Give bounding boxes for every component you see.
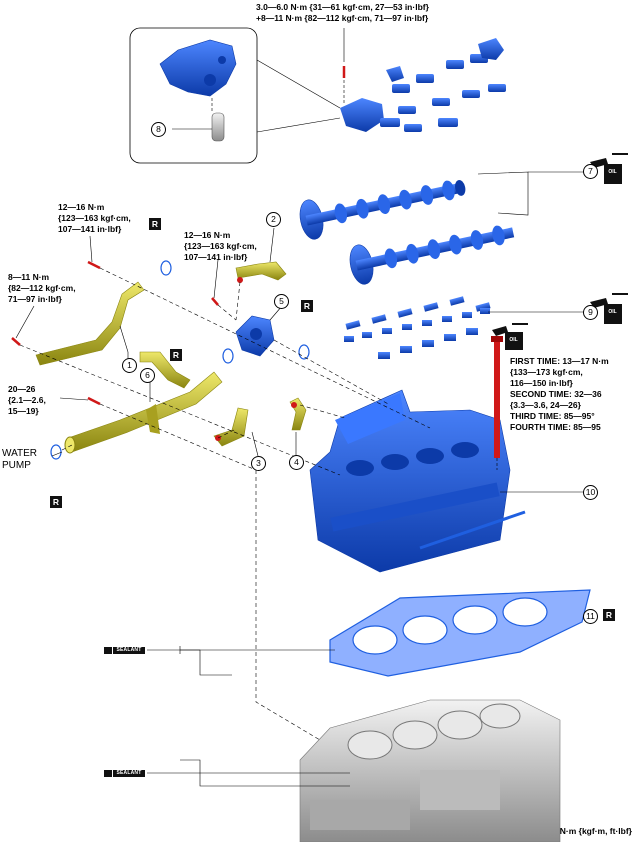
callout-4: 4 (289, 455, 304, 470)
units-legend: N·m {kgf·m, ft·lbf} (559, 826, 632, 836)
torque-label-left-upper-2: {123—163 kgf·cm, (58, 213, 131, 223)
replace-badge-2: R (301, 300, 313, 312)
oil-badge-head-bolt: OIL (507, 336, 520, 345)
oil-badge-followers: OIL (606, 308, 619, 317)
callout-3: 3 (251, 456, 266, 471)
o-rings (50, 260, 310, 460)
torque-label-left-low-1: 20—26 (8, 384, 36, 394)
water-pump-label-1: WATER (2, 448, 37, 459)
torque-leaders (15, 235, 219, 457)
assembly-lines (19, 267, 431, 476)
torque-label-top-line1: 3.0—6.0 N·m {31—61 kgf·cm, 27—53 in·lbf} (256, 2, 429, 12)
callout-2: 2 (266, 212, 281, 227)
torque-label-head-bolt-2: {133—173 kgf·cm, (510, 367, 583, 377)
callout-5: 5 (274, 294, 289, 309)
oil-badge-camshaft: OIL (606, 168, 619, 177)
sealant-tube-icon-lower (104, 770, 112, 777)
callout-10: 10 (583, 485, 598, 500)
callout-1: 1 (122, 358, 137, 373)
inset-detail-box (129, 27, 341, 164)
torque-label-head-bolt-5: {3.3—3.6, 24—26} (510, 400, 581, 410)
small-bolts (11, 260, 297, 441)
torque-label-left-upper-3: 107—141 in·lbf} (58, 224, 122, 234)
replace-badge-5: R (603, 609, 615, 621)
torque-label-top-line2: +8—11 N·m {82—112 kgf·cm, 71—97 in·lbf} (256, 13, 429, 23)
camshafts (299, 171, 596, 285)
torque-label-left-upper-1: 12—16 N·m (58, 202, 105, 212)
torque-label-center-2: {123—163 kgf·cm, (184, 241, 257, 251)
torque-label-head-bolt-6: THIRD TIME: 85—95° (510, 411, 595, 421)
sealant-badge-upper: SEALANT (113, 647, 145, 654)
replace-badge-1: R (149, 218, 161, 230)
rocker-arms (340, 38, 506, 132)
torque-label-center-1: 12—16 N·m (184, 230, 231, 240)
callout-11: 11 (583, 609, 598, 624)
head-gasket (329, 589, 596, 677)
followers (344, 296, 596, 359)
cylinder-block (299, 699, 561, 842)
water-pipes (35, 227, 307, 457)
torque-label-left-mid-3: 71—97 in·lbf} (8, 294, 62, 304)
callout-8: 8 (151, 122, 166, 137)
water-pump-label-2: PUMP (2, 460, 31, 471)
callout-9: 9 (583, 305, 598, 320)
callout-7: 7 (583, 164, 598, 179)
torque-label-left-low-3: 15—19} (8, 406, 39, 416)
torque-label-left-mid-2: {82—112 kgf·cm, (8, 283, 76, 293)
sealant-leaders (147, 646, 350, 787)
sealant-badge-lower: SEALANT (113, 770, 145, 777)
callout-6: 6 (140, 368, 155, 383)
replace-badge-4: R (50, 496, 62, 508)
water-outlet (235, 305, 283, 357)
cylinder-head (309, 389, 596, 573)
torque-label-head-bolt-1: FIRST TIME: 13—17 N·m (510, 356, 609, 366)
head-bolt (491, 336, 503, 470)
torque-label-head-bolt-3: 116—150 in·lbf} (510, 378, 573, 388)
torque-label-head-bolt-4: SECOND TIME: 32—36 (510, 389, 602, 399)
torque-label-left-mid-1: 8—11 N·m (8, 272, 50, 282)
torque-label-head-bolt-7: FOURTH TIME: 85—95 (510, 422, 601, 432)
replace-badge-3: R (170, 349, 182, 361)
sealant-tube-icon-upper (104, 647, 112, 654)
torque-label-center-3: 107—141 in·lbf} (184, 252, 248, 262)
torque-label-left-low-2: {2.1—2.6, (8, 395, 46, 405)
